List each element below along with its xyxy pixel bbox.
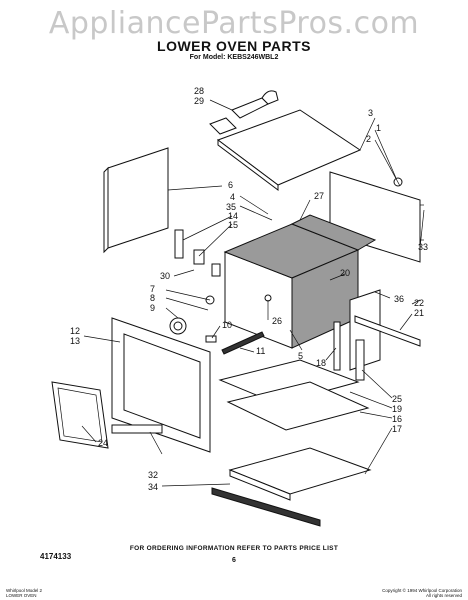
part-left-side-panel [107,147,169,249]
callout-19: 19 [392,404,402,414]
callout-3: 3 [368,108,373,118]
footer-right-line2: All rights reserved [425,593,462,598]
callout-11: 11 [256,346,265,356]
part-door-frame-inner [123,333,201,439]
part-switch [193,249,205,265]
callout-32: 32 [148,470,158,480]
callout-7: 7 [150,284,155,294]
callout-5: 5 [298,351,303,361]
part-vent-elbow [261,90,279,105]
part-kick-plate [211,487,321,527]
callout-35: 35 [226,202,236,212]
part-left-side-flange [103,166,109,254]
part-top-panel [216,109,362,186]
callout-25: 25 [392,394,402,404]
callout-12: 12 [70,326,80,336]
callout-2: 2 [366,134,371,144]
callout-15: 15 [228,220,238,230]
callout-16: 16 [392,414,402,424]
part-vent-gasket [209,117,237,135]
callout-20: 20 [340,268,350,278]
document-number: 4174133 [40,552,72,561]
callout-34: 34 [148,482,158,492]
part-seal-strip [221,331,265,355]
part-bottom-trim [111,424,163,434]
callout-17: 17 [392,424,402,434]
footer-left-line1: Whirlpool Model 2 [6,588,43,593]
callout-28: 28 [194,86,204,96]
callout-6-side: 6 [228,180,233,190]
part-door-gasket [51,381,109,449]
part-switch-bracket [174,229,184,259]
callout-27: 27 [314,191,324,201]
callout-10: 10 [222,320,232,330]
footer-left: Whirlpool Model 2 LOWER OVEN [6,588,42,598]
callout-29: 29 [194,96,204,106]
callout-8: 8 [150,293,155,303]
callout-14: 14 [228,211,238,221]
callout-30: 30 [160,271,170,281]
callout-4: 4 [230,192,235,202]
callout-22: 22 [414,298,424,308]
part-hinge-bracket [355,339,365,381]
watermark: AppliancePartsPros.com [48,6,420,41]
part-vent-duct [231,97,269,119]
ordering-note: FOR ORDERING INFORMATION REFER TO PARTS … [129,545,339,552]
part-oven-bottom [226,381,370,431]
callout-13: 13 [70,336,80,346]
part-grommet-inner [173,321,183,331]
callout-33: 33 [418,242,428,252]
callout-18: 18 [316,358,326,368]
footer-right-line1: Copyright © 1994 Whirlpool Corporation [382,588,462,593]
footer-left-line2: LOWER OVEN [6,593,37,598]
part-bracket-rail [354,315,421,347]
callout-24: 24 [98,438,108,448]
footer-right: Copyright © 1994 Whirlpool Corporation A… [382,588,462,598]
page-number: 6 [232,557,236,564]
callout-9: 9 [150,303,155,313]
part-insulation-back [290,214,377,251]
callout-21: 21 [414,308,424,318]
callout-1: 1 [376,123,381,133]
callout-26: 26 [272,316,282,326]
diagram-title: LOWER OVEN PARTS [157,38,311,54]
part-clip [205,335,217,343]
part-top-panel-flange [217,139,279,191]
part-broil-pan-side [229,469,291,501]
callout-36: 36 [394,294,404,304]
part-side-bracket [333,321,341,371]
part-broil-pan [228,447,372,495]
model-subtitle: For Model: KEBS246WBL2 [189,54,279,61]
part-switch-small [211,263,221,277]
